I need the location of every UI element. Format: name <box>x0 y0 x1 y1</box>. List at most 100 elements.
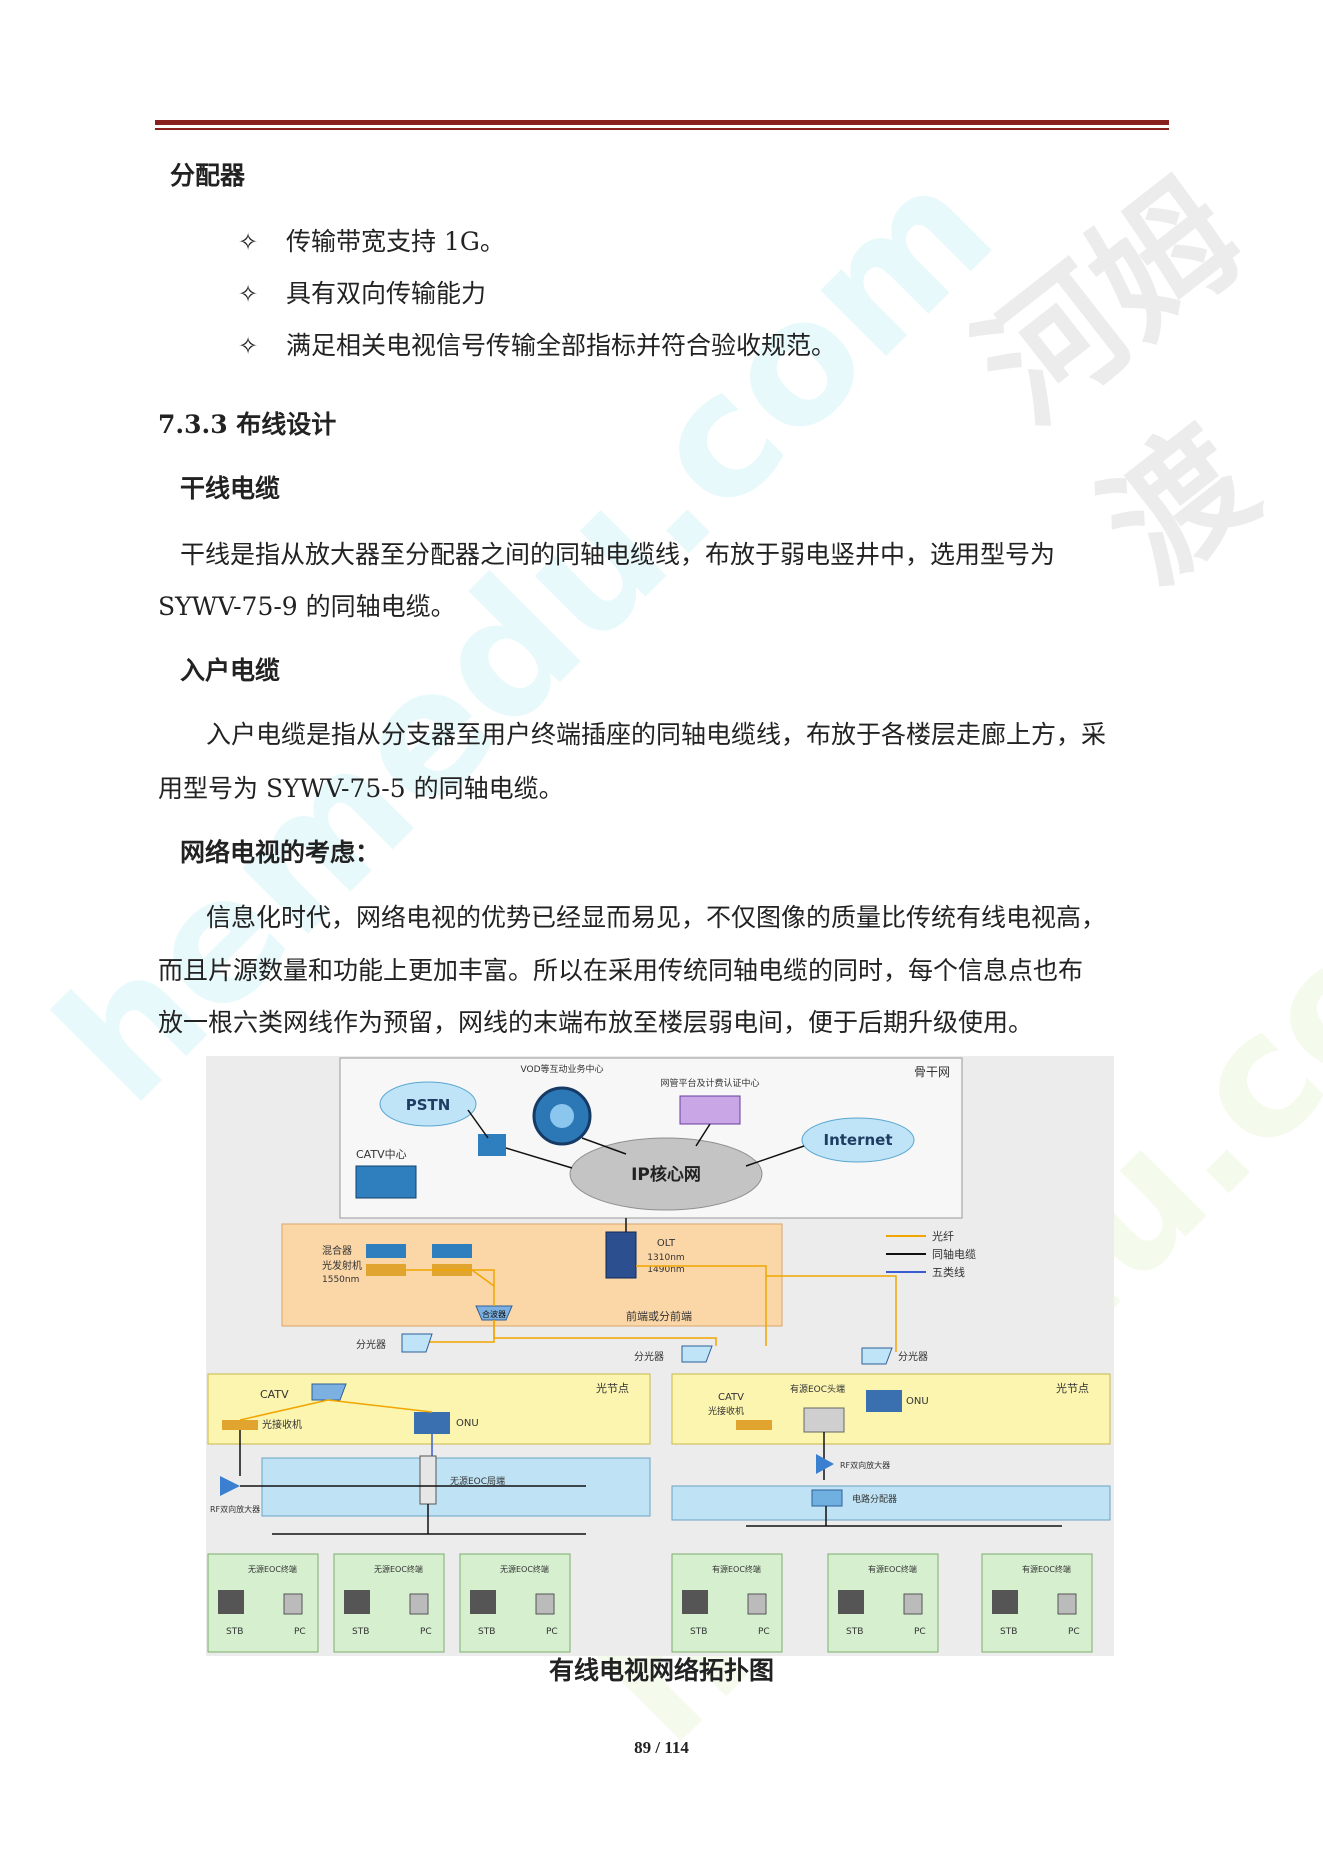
svg-text:无源EOC终端: 无源EOC终端 <box>500 1564 549 1574</box>
onu-label: ONU <box>456 1418 479 1429</box>
olt-wavelength-1: 1310nm <box>647 1253 684 1263</box>
tx-wavelength-label: 1550nm <box>322 1275 359 1285</box>
topology-figure: 骨干网 PSTN VOD等互动业务中心 网管平台及计费认证中心 Internet… <box>206 1056 1114 1656</box>
optical-node-label: 光节点 <box>1056 1381 1089 1395</box>
billing-label: 网管平台及计费认证中心 <box>660 1077 759 1089</box>
catv-center-label: CATV中心 <box>356 1148 407 1161</box>
passive-eoc-label: 无源EOC局端 <box>450 1475 505 1487</box>
svg-text:有源EOC终端: 有源EOC终端 <box>1022 1564 1071 1574</box>
subheading-drop-cable: 入户电缆 <box>180 656 281 685</box>
optical-node-label: 光节点 <box>596 1381 629 1395</box>
bullet-item: 具有双向传输能力 <box>286 279 487 308</box>
rf-amp-label: RF双向放大器 <box>840 1460 890 1470</box>
paragraph-line: 用型号为 SYWV-75-5 的同轴电缆。 <box>158 774 564 803</box>
catv-label: CATV <box>718 1392 744 1403</box>
onu-label: ONU <box>906 1396 929 1407</box>
splitter-icon <box>861 1347 893 1365</box>
circuit-splitter-label: 电路分配器 <box>852 1493 897 1505</box>
legend-fiber: 光纤 <box>932 1229 954 1243</box>
splitter-icon <box>311 1383 347 1401</box>
figure-caption: 有线电视网络拓扑图 <box>548 1656 774 1685</box>
subheading-trunk-cable: 干线电缆 <box>180 474 281 503</box>
onu-icon <box>866 1390 902 1412</box>
backbone-label: 骨干网 <box>914 1065 950 1079</box>
pstn-label: PSTN <box>406 1096 451 1114</box>
splitter-label: 分光器 <box>634 1350 664 1363</box>
header-rule-thin <box>155 128 1169 130</box>
svg-text:STB: STB <box>690 1627 707 1637</box>
mixer-icon <box>366 1244 406 1258</box>
watermark-brand-cn: 河姆渡 <box>949 152 1285 613</box>
user-group: 无源EOC终端 STB PC <box>333 1553 445 1653</box>
passive-eoc-icon <box>419 1455 437 1505</box>
user-group: 有源EOC终端 STB PC <box>827 1553 939 1653</box>
paragraph-line: SYWV-75-9 的同轴电缆。 <box>158 592 456 621</box>
olt-icon <box>605 1231 637 1279</box>
user-group: 无源EOC终端 STB PC <box>207 1553 319 1653</box>
user-group: 有源EOC终端 STB PC <box>981 1553 1093 1653</box>
bullet-item: 传输带宽支持 1G。 <box>286 227 505 256</box>
bullet-icon: ✧ <box>238 228 259 256</box>
pstn-cloud <box>379 1081 477 1127</box>
splitter-label: 分光器 <box>898 1350 928 1363</box>
bullet-item: 满足相关电视信号传输全部指标并符合验收规范。 <box>286 331 837 360</box>
mixer-label: 混合器 <box>322 1244 352 1257</box>
access-zone-left <box>261 1457 651 1517</box>
rf-amp-label: RF双向放大器 <box>210 1504 260 1514</box>
billing-server-icon <box>679 1095 741 1125</box>
opt-rx-label: 光接收机 <box>708 1405 744 1417</box>
svg-text:PC: PC <box>420 1627 432 1637</box>
olt-wavelength-2: 1490nm <box>647 1265 684 1275</box>
svg-text:PC: PC <box>758 1627 770 1637</box>
opt-rx-icon <box>736 1420 772 1430</box>
svg-text:PC: PC <box>1068 1627 1080 1637</box>
opt-tx-icon <box>366 1264 406 1276</box>
internet-label: Internet <box>823 1131 892 1149</box>
rf-amp-icon <box>220 1476 240 1496</box>
header-rule <box>155 120 1169 125</box>
legend-coax: 同轴电缆 <box>932 1247 976 1261</box>
svg-text:PC: PC <box>914 1627 926 1637</box>
paragraph-line: 干线是指从放大器至分配器之间的同轴电缆线，布放于弱电竖井中，选用型号为 <box>180 540 1056 569</box>
router-icon <box>478 1134 506 1156</box>
page-number: 89 / 114 <box>634 1738 689 1757</box>
mixer-icon-2 <box>432 1244 472 1258</box>
catv-center-icon <box>355 1165 417 1199</box>
svg-text:无源EOC终端: 无源EOC终端 <box>248 1564 297 1574</box>
splitter-icon <box>681 1345 713 1363</box>
internet-cloud <box>801 1117 915 1163</box>
svg-text:PC: PC <box>294 1627 306 1637</box>
svg-text:PC: PC <box>546 1627 558 1637</box>
opt-tx-label: 光发射机 <box>322 1259 362 1272</box>
rf-amp-icon <box>816 1454 834 1474</box>
opt-rx-icon <box>222 1420 258 1430</box>
circuit-splitter-icon <box>811 1489 843 1507</box>
vod-center-icon-inner <box>550 1104 574 1128</box>
svg-text:有源EOC终端: 有源EOC终端 <box>868 1564 917 1574</box>
paragraph-line: 入户电缆是指从分支器至用户终端插座的同轴电缆线，布放于各楼层走廊上方，采 <box>206 720 1107 749</box>
active-eoc-head-label: 有源EOC头端 <box>790 1383 845 1395</box>
user-group: 无源EOC终端 STB PC <box>459 1553 571 1653</box>
opt-rx-label: 光接收机 <box>262 1418 302 1431</box>
watermark-brand-en-1: hemedu.com <box>20 129 1031 1141</box>
svg-text:STB: STB <box>478 1627 495 1637</box>
headend-zone <box>281 1223 783 1327</box>
svg-text:无源EOC终端: 无源EOC终端 <box>374 1564 423 1574</box>
bullet-icon: ✧ <box>238 280 259 308</box>
legend-cat5: 五类线 <box>932 1265 965 1279</box>
headend-label: 前端或分前端 <box>626 1309 692 1323</box>
svg-text:STB: STB <box>1000 1627 1017 1637</box>
svg-text:有源EOC终端: 有源EOC终端 <box>712 1564 761 1574</box>
catv-label: CATV <box>260 1388 289 1401</box>
access-zone-right <box>671 1485 1111 1521</box>
onu-icon <box>414 1412 450 1434</box>
combiner-label: 合波器 <box>482 1309 506 1319</box>
ip-core-label: IP核心网 <box>631 1164 701 1185</box>
combiner-icon <box>475 1305 513 1321</box>
bullet-icon: ✧ <box>238 332 259 360</box>
svg-text:STB: STB <box>846 1627 863 1637</box>
paragraph-line: 放一根六类网线作为预留，网线的末端布放至楼层弱电间，便于后期升级使用。 <box>158 1008 1034 1037</box>
splitter-icon <box>401 1333 433 1353</box>
olt-label: OLT <box>657 1238 676 1249</box>
user-group: 有源EOC终端 STB PC <box>671 1553 783 1653</box>
